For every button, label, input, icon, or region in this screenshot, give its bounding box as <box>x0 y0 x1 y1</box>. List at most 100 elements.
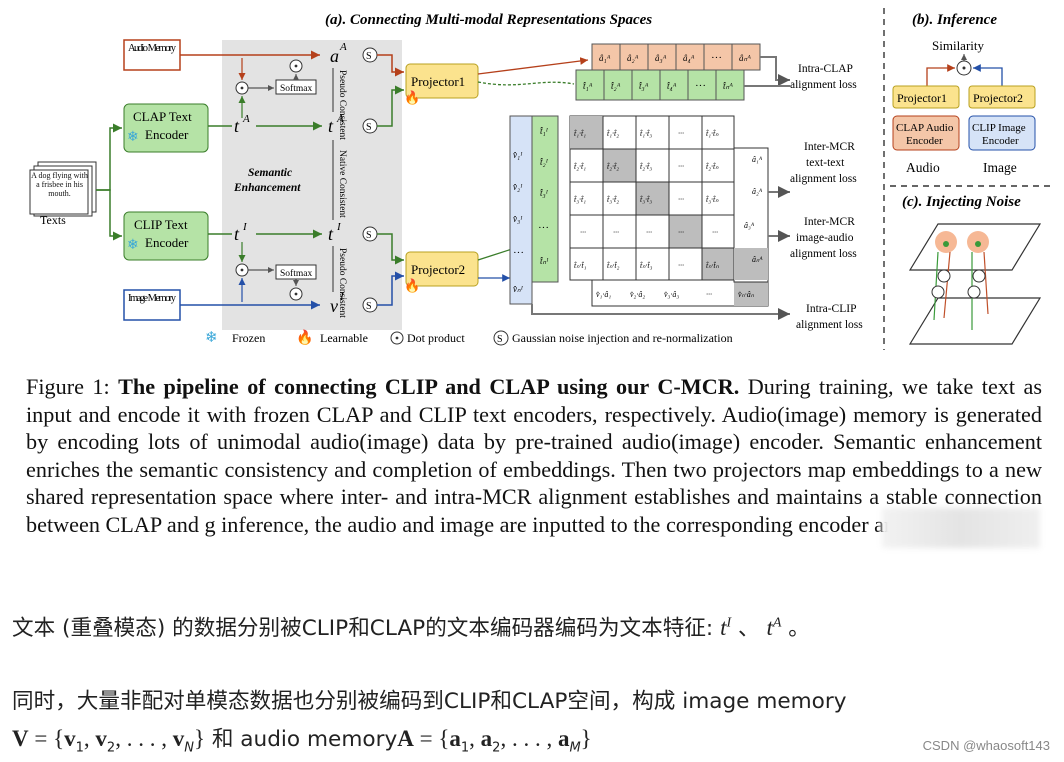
flame-icon: 🔥 <box>404 90 420 105</box>
clip-text-encoder-box <box>123 211 209 261</box>
svg-text:t̂₁ᴵ: t̂₁ᴵ <box>540 126 549 136</box>
svg-text:t̂₂·t̂₃: t̂₂·t̂₃ <box>640 161 653 171</box>
svg-text:v̂₃·â₃: v̂₃·â₃ <box>664 290 679 299</box>
svg-text:S: S <box>366 230 372 241</box>
intra-clap-label: Intra-CLAP <box>798 63 853 75</box>
svg-text:â₃ᴬ: â₃ᴬ <box>744 221 755 230</box>
svg-text:···: ··· <box>646 228 652 237</box>
svg-text:v̂₃ᴵ: v̂₃ᴵ <box>513 214 523 224</box>
note-line-2: 同时，大量非配对单模态数据也分别被编码到CLIP和CLAP空间，构成 image… <box>12 689 847 714</box>
svg-text:t̂ₙᴬ: t̂ₙᴬ <box>723 81 734 91</box>
inter-text-loss-label: Inter-MCR <box>804 141 855 153</box>
texts-note: A dog flying with a frisbee in his mouth… <box>31 171 88 198</box>
svg-text:S: S <box>366 301 372 312</box>
svg-text:t: t <box>234 224 240 244</box>
svg-text:t̂₄ᴬ: t̂₄ᴬ <box>667 81 677 91</box>
softmax-top: Softmax <box>280 83 312 94</box>
svg-text:S: S <box>497 334 503 345</box>
svg-text:âₙᴬ: âₙᴬ <box>739 53 751 63</box>
figure-b-title: (b). Inference <box>912 12 997 28</box>
svg-text:t̂₁·t̂₃: t̂₁·t̂₃ <box>640 128 653 138</box>
legend-dot: Dot product <box>407 331 465 345</box>
figure-a-title: (a). Connecting Multi-modal Representati… <box>325 12 652 28</box>
similarity-label: Similarity <box>932 38 985 53</box>
svg-text:···: ··· <box>678 228 684 237</box>
svg-text:t̂ₙ·t̂₃: t̂ₙ·t̂₃ <box>640 260 653 270</box>
caption-text-end: g inference, the audio and image are inp… <box>204 511 997 537</box>
flame-icon: 🔥 <box>404 278 420 293</box>
svg-text:alignment loss: alignment loss <box>790 248 857 260</box>
flame-icon: 🔥 <box>296 329 313 346</box>
svg-text:â₁ᴬ: â₁ᴬ <box>599 53 611 63</box>
svg-text:t̂₁·t̂ₙ: t̂₁·t̂ₙ <box>706 128 720 138</box>
svg-text:A: A <box>339 41 347 53</box>
caption-bold: The pipeline of connecting CLIP and CLAP… <box>118 374 740 399</box>
svg-text:···: ··· <box>678 261 684 270</box>
svg-text:t̂₂·t̂ₙ: t̂₂·t̂ₙ <box>706 161 720 171</box>
projector1-label: Projector1 <box>411 74 465 89</box>
inference-projector1: Projector1 <box>897 91 947 105</box>
svg-text:I: I <box>336 221 342 233</box>
svg-text:Encoder: Encoder <box>145 127 189 142</box>
figure-caption: Figure 1: The pipeline of connecting CLI… <box>26 373 1042 539</box>
snowflake-icon: ❄ <box>205 330 218 346</box>
svg-text:t̂ₙ·t̂ₙ: t̂ₙ·t̂ₙ <box>706 260 720 270</box>
pseudo-consistent-top: Pseudo Consistent <box>337 70 347 140</box>
svg-text:v: v <box>330 296 338 316</box>
svg-text:image-audio: image-audio <box>796 232 854 244</box>
inference-audio-label: Audio <box>906 160 940 175</box>
snowflake-icon: ❄ <box>127 238 139 253</box>
projector1-box <box>405 63 479 99</box>
pseudo-consistent-bottom: Pseudo Consistent <box>337 248 347 318</box>
svg-text:Enhancement: Enhancement <box>233 182 301 194</box>
svg-text:A: A <box>336 113 344 125</box>
svg-text:···: ··· <box>580 228 586 237</box>
svg-text:t̂₃ᴵ: t̂₃ᴵ <box>540 188 549 198</box>
svg-text:A: A <box>242 113 250 125</box>
clap-text-encoder-label: CLAP Text <box>133 109 192 124</box>
clap-text-encoder-box <box>123 103 209 153</box>
figure-c-title: (c). Injecting Noise <box>902 194 1021 210</box>
svg-text:t̂₁·t̂₁: t̂₁·t̂₁ <box>574 128 587 138</box>
svg-text:Encoder: Encoder <box>906 135 943 147</box>
note-line-3: V = {v1, v2, . . . , vN} 和 audio memoryA… <box>12 726 592 756</box>
svg-text:t̂₂ᴵ: t̂₂ᴵ <box>540 157 549 167</box>
svg-text:a: a <box>330 46 339 66</box>
svg-text:t̂₂ᴬ: t̂₂ᴬ <box>611 81 621 91</box>
svg-text:alignment loss: alignment loss <box>796 319 863 331</box>
svg-text:t̂₃·t̂₂: t̂₃·t̂₂ <box>607 194 620 204</box>
inference-image-label: Image <box>983 160 1017 175</box>
text-embedding-column-clip <box>531 115 559 283</box>
svg-text:â₄ᴬ: â₄ᴬ <box>683 53 695 63</box>
native-consistent: Native Consistent <box>337 150 347 218</box>
svg-text:I: I <box>242 221 248 233</box>
intra-clip-label: Intra-CLIP <box>806 303 856 315</box>
legend-learnable: Learnable <box>320 331 368 345</box>
legend-frozen: Frozen <box>232 331 265 345</box>
svg-text:v̂ₙᴵ: v̂ₙᴵ <box>513 284 524 294</box>
clip-image-encoder-label: CLIP Image <box>972 122 1026 134</box>
projector2-label: Projector2 <box>411 262 465 277</box>
svg-text:Encoder: Encoder <box>145 235 189 250</box>
svg-text:t̂₁·t̂₂: t̂₁·t̂₂ <box>607 128 620 138</box>
caption-text: During training, we take text as input a… <box>26 374 1042 537</box>
svg-text:t̂₃·t̂₃: t̂₃·t̂₃ <box>640 194 653 204</box>
note-line-1: 文本 (重叠模态) 的数据分别被CLIP和CLAP的文本编码器编码为文本特征: … <box>12 615 810 641</box>
noise-icon: S S S S <box>362 47 378 313</box>
svg-text:t̂₂·t̂₂: t̂₂·t̂₂ <box>607 161 620 171</box>
svg-text:···: ··· <box>712 228 718 237</box>
pipeline-figure: (a). Connecting Multi-modal Representati… <box>29 8 1050 350</box>
svg-text:â₁ᴬ: â₁ᴬ <box>752 155 763 164</box>
legend-noise: Gaussian noise injection and re-normaliz… <box>512 331 733 345</box>
watermark: CSDN @whaosoft143 <box>922 738 1050 753</box>
svg-text:t: t <box>328 116 334 136</box>
svg-text:I: I <box>339 291 345 303</box>
svg-text:v̂₂·â₂: v̂₂·â₂ <box>630 290 645 299</box>
svg-text:â₃ᴬ: â₃ᴬ <box>655 53 667 63</box>
svg-text:···: ··· <box>678 195 684 204</box>
svg-text:t̂ₙ·t̂₂: t̂ₙ·t̂₂ <box>607 260 620 270</box>
svg-text:S: S <box>366 51 372 62</box>
svg-text:v̂₂ᴵ: v̂₂ᴵ <box>513 182 523 192</box>
